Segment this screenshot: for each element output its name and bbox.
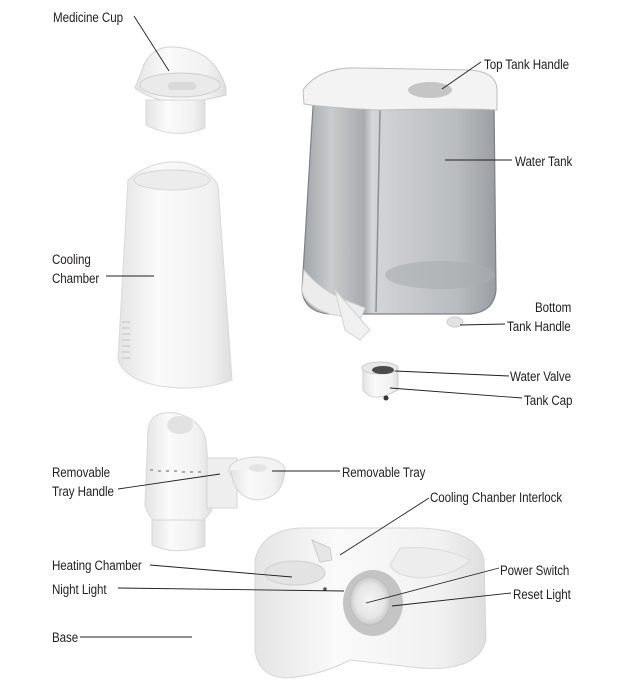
label-night-light: Night Light [52,582,107,597]
water-tank-part [301,67,498,341]
label-removable-tray-handle-line2: Tray Handle [52,484,114,499]
leader-heating-chamber [149,564,293,578]
leader-bottom-tank-handle [459,323,506,326]
removable-tray-part [144,412,286,552]
leader-power-switch [365,567,500,604]
tank-cap-part [361,361,399,401]
label-bottom-tank-handle-line1: Bottom [535,300,572,315]
leader-night-light [117,587,345,592]
base-part [254,527,487,679]
medicine-cup-part [134,46,227,134]
leader-top-tank-handle [441,61,482,90]
label-water-valve: Water Valve [510,369,572,384]
label-bottom-tank-handle-line2: Tank Handle [507,319,571,334]
label-cooling-chamber-line2: Chamber [52,271,100,286]
label-base: Base [52,630,79,645]
leader-lines [80,15,523,638]
label-top-tank-handle: Top Tank Handle [484,57,569,72]
label-heating-chamber: Heating Chamber [52,558,142,573]
label-water-tank: Water Tank [515,154,573,169]
label-removable-tray-handle-line1: Removable [52,465,110,480]
leader-removable-tray-handle [117,473,221,490]
leader-water-valve [394,370,510,377]
label-cooling-chamber-line1: Cooling [52,252,91,267]
cooling-chamber-part [117,161,233,389]
label-tank-cap: Tank Cap [524,393,573,408]
leader-tank-cap [389,387,523,399]
leader-medicine-cup [133,15,170,72]
label-removable-tray: Removable Tray [342,465,426,480]
leader-reset-light [391,592,512,607]
label-medicine-cup: Medicine Cup [53,10,123,25]
label-reset-light: Reset Light [513,587,571,602]
label-cooling-chamber-interlock: Cooling Chanber Interlock [430,490,563,505]
leader-interlock [339,497,430,556]
label-power-switch: Power Switch [500,563,570,578]
